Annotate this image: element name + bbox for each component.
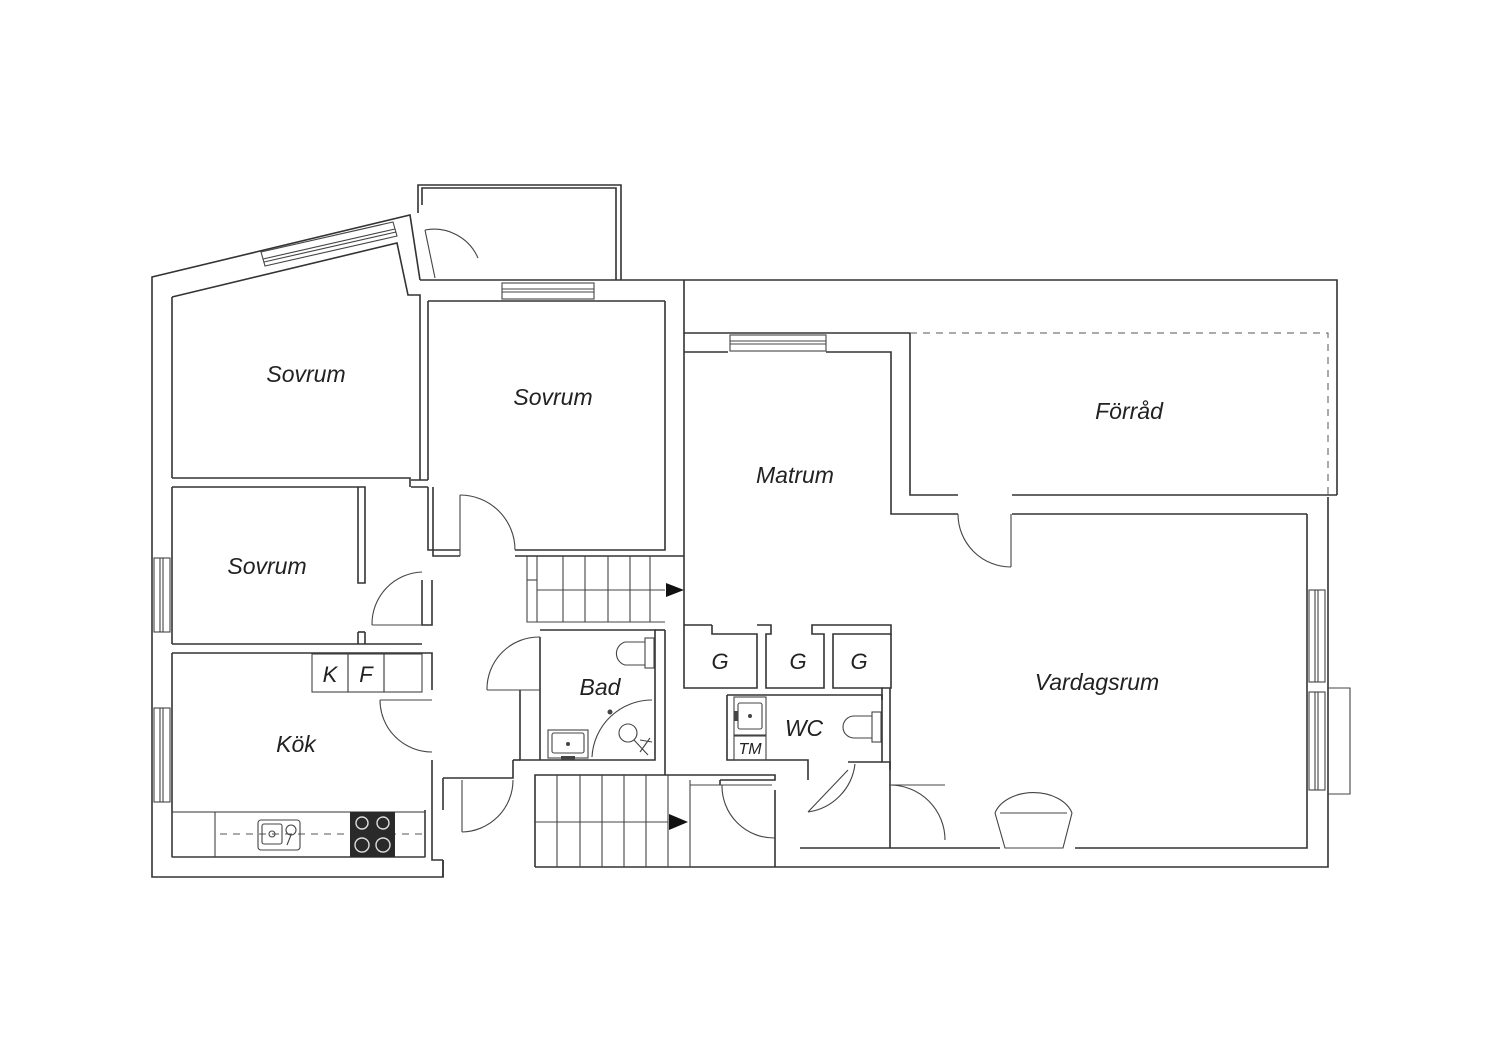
room-label-sovrum-2: Sovrum xyxy=(513,384,592,410)
room-label-kok: Kök xyxy=(276,731,317,757)
room-label-bad: Bad xyxy=(580,674,622,700)
door-vardagsrum xyxy=(889,784,946,841)
doors xyxy=(371,228,1012,841)
fireplace xyxy=(994,792,1073,849)
wc-toilet-icon xyxy=(842,711,882,743)
interior-walls xyxy=(171,301,1337,867)
windows xyxy=(153,221,1351,803)
kitchen-sink-icon xyxy=(257,819,301,851)
window-matrum xyxy=(729,334,827,352)
room-labels: Sovrum Sovrum Sovrum Matrum Förråd Kök B… xyxy=(227,361,1164,758)
door-kok xyxy=(379,699,433,753)
closet-label-3: G xyxy=(850,649,867,674)
door-sovrum-3 xyxy=(371,571,423,626)
shower-icon xyxy=(591,699,653,758)
closet-label-1: G xyxy=(711,649,728,674)
door-bad xyxy=(486,636,541,691)
fixture-label-kyl: K xyxy=(323,662,339,687)
room-label-matrum: Matrum xyxy=(756,462,834,488)
kitchen-fixtures xyxy=(171,653,426,858)
room-label-sovrum-1: Sovrum xyxy=(266,361,345,387)
room-label-sovrum-3: Sovrum xyxy=(227,553,306,579)
outer-walls xyxy=(151,184,1338,878)
stair-arrow-icon xyxy=(666,583,684,597)
fixture-label-tvattmaskin: TM xyxy=(738,741,762,758)
fixture-label-frys: F xyxy=(359,662,374,687)
door-balcony xyxy=(424,228,479,279)
stairs-lower xyxy=(535,775,720,867)
door-wc xyxy=(807,763,856,813)
window-vardagsrum-1 xyxy=(1308,589,1326,683)
door-hall-left xyxy=(720,784,776,839)
door-sovrum-2 xyxy=(459,494,516,556)
stairs-upper xyxy=(526,556,684,623)
window-kok xyxy=(153,707,171,803)
wc-fixtures xyxy=(733,696,882,761)
window-vardagsrum-bay xyxy=(1308,687,1351,795)
washbasin-icon xyxy=(547,729,589,760)
door-entrance xyxy=(461,779,514,833)
wc-basin-icon xyxy=(733,696,767,736)
door-forrad xyxy=(957,513,1012,568)
washing-machine-box xyxy=(733,735,767,761)
toilet-icon xyxy=(615,637,655,669)
closet-label-2: G xyxy=(789,649,806,674)
cabinet-box xyxy=(383,653,423,693)
room-label-vardagsrum: Vardagsrum xyxy=(1035,669,1159,695)
bathroom-fixtures xyxy=(547,637,655,760)
window-sovrum-3 xyxy=(153,557,171,633)
window-top-left xyxy=(260,221,398,267)
window-sovrum-2 xyxy=(501,282,595,300)
kitchen-counter xyxy=(171,811,426,858)
room-label-forrad: Förråd xyxy=(1095,398,1164,424)
stove-icon xyxy=(350,812,395,857)
room-label-wc: WC xyxy=(785,715,824,741)
stair-arrow-icon xyxy=(669,814,688,830)
